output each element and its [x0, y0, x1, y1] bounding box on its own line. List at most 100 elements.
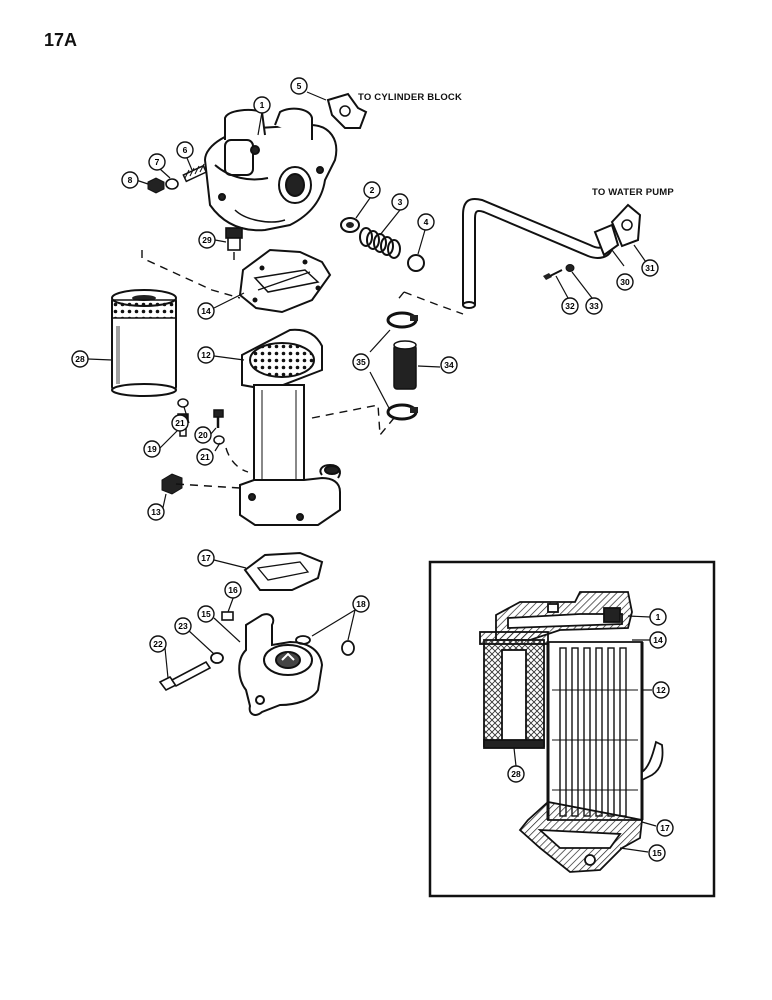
bolt-32-part — [543, 269, 563, 280]
callout-label-7: 7 — [155, 157, 160, 167]
bottom-cover-15-part — [238, 613, 324, 716]
callout-label-17: 17 — [201, 553, 211, 563]
callout-label-5: 5 — [297, 81, 302, 91]
callout-label-2: 2 — [370, 185, 375, 195]
callout-16: 16 — [224, 581, 242, 599]
callout-2: 2 — [363, 181, 381, 199]
inset-callout-label-28: 28 — [511, 769, 521, 779]
callout-label-15: 15 — [201, 609, 211, 619]
callout-label-12: 12 — [201, 350, 211, 360]
inset-callout-12: 12 — [652, 681, 670, 699]
callout-30: 30 — [616, 273, 634, 291]
callout-22: 22 — [149, 635, 167, 653]
filter-head-part — [203, 107, 338, 232]
callout-6: 6 — [176, 141, 194, 159]
callout-1: 1 — [253, 96, 271, 114]
callout-label-29: 29 — [202, 235, 212, 245]
inset-callout-28: 28 — [507, 765, 525, 783]
callout-23: 23 — [174, 617, 192, 635]
inset-callout-label-17: 17 — [660, 823, 670, 833]
note-to-cylinder-block: TO CYLINDER BLOCK — [358, 92, 463, 103]
cooler-housing-12-part — [239, 328, 341, 526]
page-number: 17A — [44, 30, 78, 50]
callout-label-18: 18 — [356, 599, 366, 609]
callout-12: 12 — [197, 346, 215, 364]
o-ring-18-bottom-part — [341, 640, 355, 656]
bolt-20-part — [213, 409, 224, 428]
water-tube-30-part — [462, 197, 620, 309]
spring-3-part — [359, 227, 401, 259]
callout-label-21a: 21 — [175, 418, 185, 428]
callout-label-3: 3 — [398, 197, 403, 207]
fitting-29-part — [225, 227, 243, 251]
clamp-35-bottom-part — [386, 403, 418, 421]
callout-28: 28 — [71, 350, 89, 368]
inset-callout-17: 17 — [656, 819, 674, 837]
callout-label-34: 34 — [444, 360, 454, 370]
bolt-22-part — [158, 660, 212, 692]
callout-18: 18 — [352, 595, 370, 613]
inset-callout-leaders — [513, 615, 657, 853]
callout-label-21b: 21 — [200, 452, 210, 462]
hose-34-part — [393, 340, 417, 390]
inset-callout-label-1: 1 — [656, 612, 661, 622]
callout-label-8: 8 — [128, 175, 133, 185]
callout-19: 19 — [143, 440, 161, 458]
washer-21b-part — [213, 435, 225, 445]
callout-label-28: 28 — [75, 354, 85, 364]
callout-3: 3 — [391, 193, 409, 211]
stud-6-part — [182, 163, 208, 183]
callout-21b: 21 — [196, 448, 214, 466]
plug-16-part — [221, 611, 234, 621]
gasket-17-part — [243, 551, 324, 591]
filter-cartridge-28-part — [111, 289, 177, 397]
gasket-5-part — [326, 92, 368, 129]
callout-label-1: 1 — [260, 100, 265, 110]
washer-7-part — [165, 178, 179, 190]
callout-31: 31 — [641, 259, 659, 277]
callout-14: 14 — [197, 302, 215, 320]
inset-callout-label-14: 14 — [653, 635, 663, 645]
inset-callout-label-12: 12 — [656, 685, 666, 695]
callout-8: 8 — [121, 171, 139, 189]
callout-label-6: 6 — [183, 145, 188, 155]
inset-callout-label-15: 15 — [652, 848, 662, 858]
callout-leaders — [87, 91, 649, 679]
callout-label-19: 19 — [147, 444, 157, 454]
inset-callout-14: 14 — [649, 631, 667, 649]
note-to-water-pump: TO WATER PUMP — [592, 187, 674, 198]
valve-2-part — [340, 217, 360, 233]
callout-label-16: 16 — [228, 585, 238, 595]
callout-7: 7 — [148, 153, 166, 171]
washer-23-part — [210, 652, 224, 664]
callout-35: 35 — [352, 353, 370, 371]
callout-33: 33 — [585, 297, 603, 315]
callout-label-32: 32 — [565, 301, 575, 311]
inset-cutaway-view — [479, 591, 664, 873]
washer-21a-part — [177, 398, 189, 408]
dashed-leader-lines — [141, 250, 464, 489]
callout-label-20: 20 — [198, 430, 208, 440]
nut-8-part — [147, 177, 165, 194]
callout-17: 17 — [197, 549, 215, 567]
callout-label-33: 33 — [589, 301, 599, 311]
washer-33-part — [565, 264, 575, 272]
drain-13-part — [161, 473, 183, 495]
callout-label-31: 31 — [645, 263, 655, 273]
callout-15: 15 — [197, 605, 215, 623]
callout-label-22: 22 — [153, 639, 163, 649]
callout-label-13: 13 — [151, 507, 161, 517]
callout-label-4: 4 — [424, 217, 429, 227]
callout-label-23: 23 — [178, 621, 188, 631]
plug-4-part — [407, 254, 425, 272]
callout-29: 29 — [198, 231, 216, 249]
inset-callout-1: 1 — [649, 608, 667, 626]
callout-32: 32 — [561, 297, 579, 315]
gasket-31-part — [610, 203, 642, 248]
callout-label-35: 35 — [356, 357, 366, 367]
gasket-14-part — [238, 248, 332, 314]
o-ring-18-top-part — [295, 635, 311, 645]
callout-4: 4 — [417, 213, 435, 231]
callout-34: 34 — [440, 356, 458, 374]
